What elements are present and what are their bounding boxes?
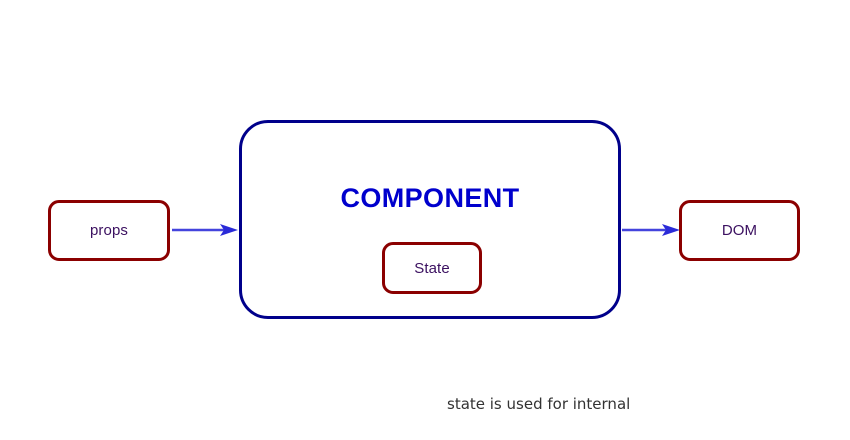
arrow-props-to-component (172, 223, 238, 237)
arrow-component-to-dom-icon (622, 224, 680, 236)
node-dom-label: DOM (721, 222, 758, 239)
node-props[interactable]: props (48, 200, 170, 261)
diagram-caption: state is used for internal communication… (447, 352, 718, 440)
node-state-label: State (414, 259, 450, 277)
arrow-head (220, 224, 238, 236)
arrow-props-to-component-icon (172, 224, 238, 236)
node-component[interactable]: COMPONENT State (239, 120, 621, 319)
arrow-head (662, 224, 680, 236)
arrow-component-to-dom (622, 223, 680, 237)
caption-line-1: state is used for internal (447, 395, 631, 413)
node-dom[interactable]: DOM (679, 200, 800, 261)
node-component-title: COMPONENT (340, 183, 520, 213)
node-state[interactable]: State (382, 242, 482, 294)
node-props-label: props (89, 222, 129, 239)
